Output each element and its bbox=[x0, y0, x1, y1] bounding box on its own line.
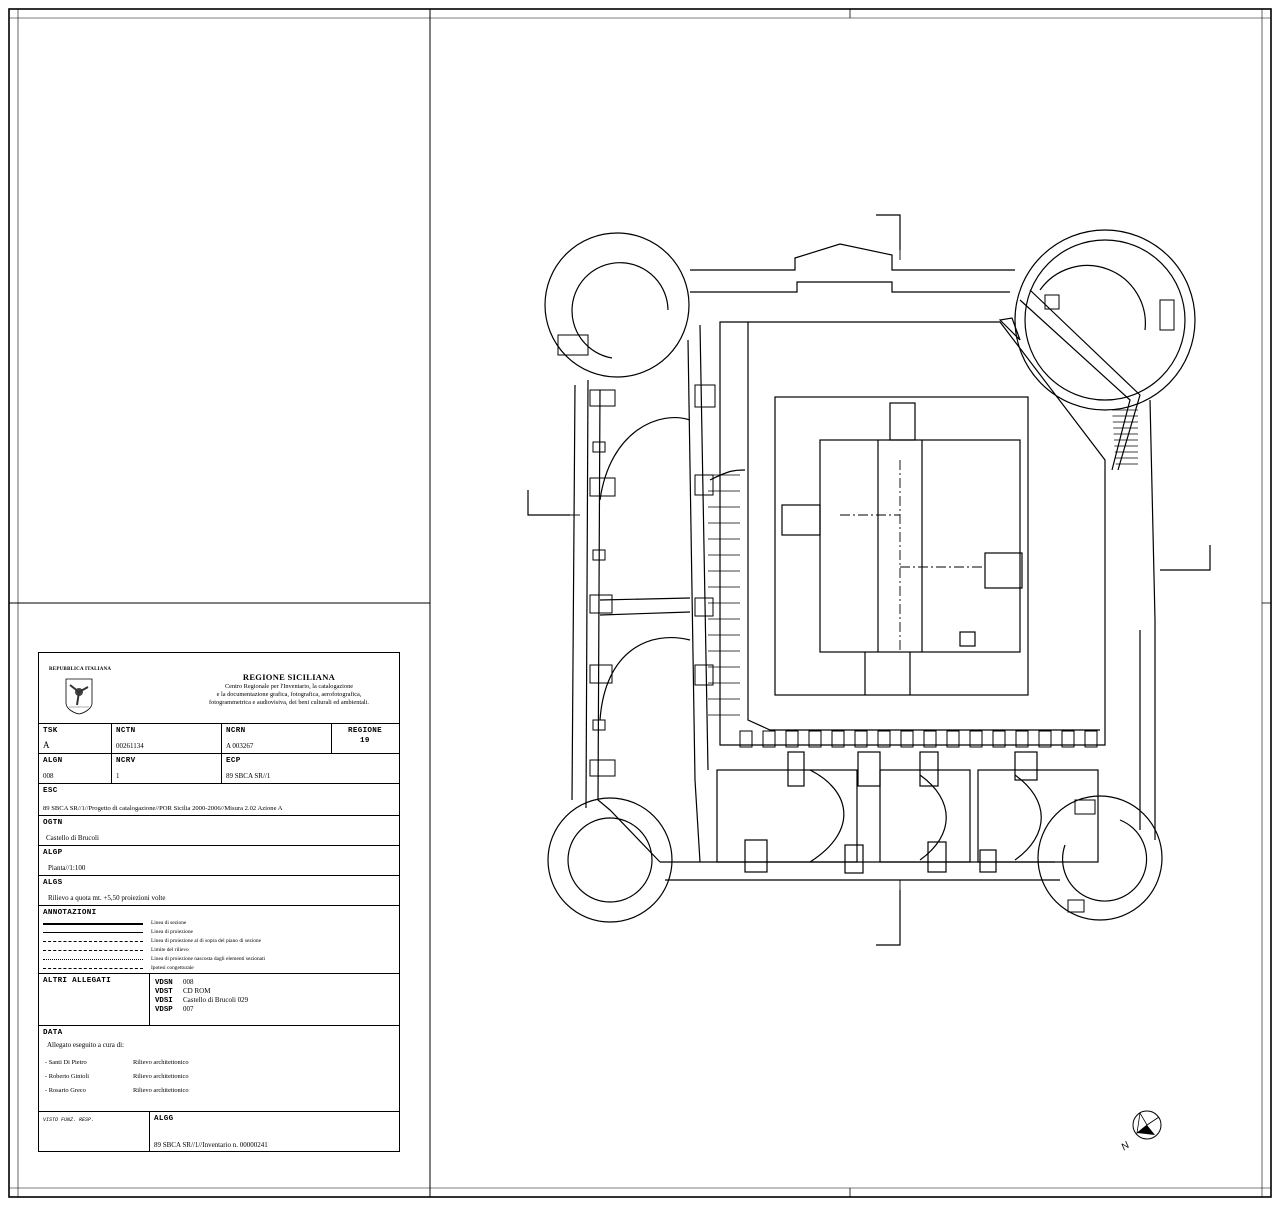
legend-projection-line bbox=[43, 932, 143, 933]
tsk-label: TSK bbox=[43, 727, 58, 735]
esc-value: 89 SBCA SR//1//Progetto di catalogazione… bbox=[43, 805, 283, 812]
algg-value: 89 SBCA SR//1//Inventario n. 00000241 bbox=[154, 1141, 268, 1149]
ncrv-value: 1 bbox=[116, 772, 120, 780]
row-data: DATA Allegato eseguito a cura di: - Sant… bbox=[39, 1025, 399, 1111]
vdsn-row: VDSN 008 bbox=[155, 978, 194, 987]
vdsp-row: VDSP 007 bbox=[155, 1005, 194, 1014]
legend-text: Ipotesi congetturale bbox=[151, 965, 194, 971]
nctn-label: NCTN bbox=[116, 727, 136, 735]
author-role: Rilievo architettonico bbox=[133, 1073, 189, 1080]
region-description-line: fotogrammetrica e audiovisiva, dei beni … bbox=[209, 699, 369, 706]
regione-value: 19 bbox=[360, 737, 370, 745]
row-altri-allegati: ALTRI ALLEGATI VDSN 008 VDST CD ROM VDSI Ca… bbox=[39, 973, 399, 1025]
author-name: - Santi Di Pietro bbox=[45, 1059, 87, 1066]
row-esc: ESC 89 SBCA SR//1//Progetto di catalogaz… bbox=[39, 783, 399, 815]
ncrn-value: A 003267 bbox=[226, 742, 254, 750]
region-description-line: e la documentazione grafica, fotografica… bbox=[216, 691, 362, 698]
legend-above-line bbox=[43, 941, 143, 942]
nctn-value: 00261134 bbox=[116, 742, 144, 750]
north-arrow-icon: N bbox=[1119, 1110, 1162, 1153]
legend-text: Linea di proiezione al di sopra del pian… bbox=[151, 938, 262, 944]
legend-section-line bbox=[43, 923, 143, 925]
legend-text: Linea di proiezione nascosta dagli eleme… bbox=[151, 956, 266, 962]
legend-text: Linea di sezione bbox=[151, 920, 187, 926]
author-name: - Roberto Gintoli bbox=[45, 1073, 90, 1080]
author-role: Rilievo architettonico bbox=[133, 1087, 189, 1094]
ecp-value: 89 SBCA SR//1 bbox=[226, 772, 271, 780]
region-title: REGIONE SICILIANA bbox=[242, 672, 336, 682]
vdst-value: CD ROM bbox=[183, 987, 211, 995]
ecp-label: ECP bbox=[226, 757, 241, 765]
algg-label: ALGG bbox=[154, 1115, 174, 1123]
row-algp: ALGP Pianta//1:100 bbox=[39, 845, 399, 875]
row-footer: VISTO FUNZ. RESP. ALGG 89 SBCA SR//1//In… bbox=[39, 1111, 399, 1151]
region-description: Centro Regionale per l'Inventario, la ca… bbox=[189, 683, 389, 707]
data-label: DATA bbox=[43, 1029, 63, 1037]
vdst-row: VDST CD ROM bbox=[155, 987, 210, 996]
algp-value: Pianta//1:100 bbox=[48, 864, 86, 872]
row-ogtn: OGTN Castello di Brucoli bbox=[39, 815, 399, 845]
legend-text: Linea di proiezione bbox=[151, 929, 193, 935]
legend-limit-line bbox=[43, 950, 143, 951]
vdsp-key: VDSP bbox=[155, 1006, 173, 1014]
ncrn-label: NCRN bbox=[226, 727, 246, 735]
legend-hypothesis-line bbox=[43, 968, 143, 969]
visto-label: VISTO FUNZ. RESP. bbox=[43, 1117, 95, 1123]
catalog-title-block: REPUBBLICA ITALIANA REGIONE SICILIANA Ce… bbox=[38, 652, 400, 1152]
trinacria-emblem-icon bbox=[65, 678, 93, 715]
vdsn-key: VDSN bbox=[155, 979, 173, 987]
regione-label: REGIONE bbox=[348, 727, 382, 735]
altri-allegati-label: ALTRI ALLEGATI bbox=[43, 977, 111, 985]
data-intro: Allegato eseguito a cura di: bbox=[47, 1041, 124, 1049]
vdsn-value: 008 bbox=[183, 978, 194, 986]
tsk-value: A bbox=[43, 740, 50, 750]
ogtn-label: OGTN bbox=[43, 819, 63, 827]
vdst-key: VDST bbox=[155, 988, 173, 996]
author-name: - Rosario Greco bbox=[45, 1087, 86, 1094]
esc-label: ESC bbox=[43, 787, 58, 795]
ogtn-value: Castello di Brucoli bbox=[46, 834, 99, 842]
algs-label: ALGS bbox=[43, 879, 63, 887]
row-algn: ALGN 008 NCRV 1 ECP 89 SBCA SR//1 bbox=[39, 753, 399, 783]
north-label: N bbox=[1119, 1139, 1132, 1153]
title-block-header: REPUBBLICA ITALIANA REGIONE SICILIANA Ce… bbox=[39, 653, 399, 723]
vdsp-value: 007 bbox=[183, 1005, 194, 1013]
legend-hidden-line bbox=[43, 959, 143, 960]
row-annotazioni: ANNOTAZIONI Linea di sezione Linea di pr… bbox=[39, 905, 399, 973]
vdsi-row: VDSI Castello di Brucoli 029 bbox=[155, 996, 248, 1005]
algs-value: Rilievo a quota mt. +5,50 proiezioni vol… bbox=[48, 894, 166, 902]
vdsi-value: Castello di Brucoli 029 bbox=[183, 996, 249, 1004]
vdsi-key: VDSI bbox=[155, 997, 173, 1005]
legend-text: Limite del rilievo bbox=[151, 947, 189, 953]
ncrv-label: NCRV bbox=[116, 757, 136, 765]
annotazioni-label: ANNOTAZIONI bbox=[43, 909, 97, 917]
republic-label: REPUBBLICA ITALIANA bbox=[49, 667, 112, 672]
row-algs: ALGS Rilievo a quota mt. +5,50 proiezion… bbox=[39, 875, 399, 905]
algn-label: ALGN bbox=[43, 757, 63, 765]
region-description-line: Centro Regionale per l'Inventario, la ca… bbox=[224, 683, 354, 690]
row-tsk: TSK A NCTN 00261134 NCRN A 003267 REGION… bbox=[39, 723, 399, 753]
algp-label: ALGP bbox=[43, 849, 63, 857]
author-role: Rilievo architettonico bbox=[133, 1059, 189, 1066]
algn-value: 008 bbox=[43, 772, 54, 780]
